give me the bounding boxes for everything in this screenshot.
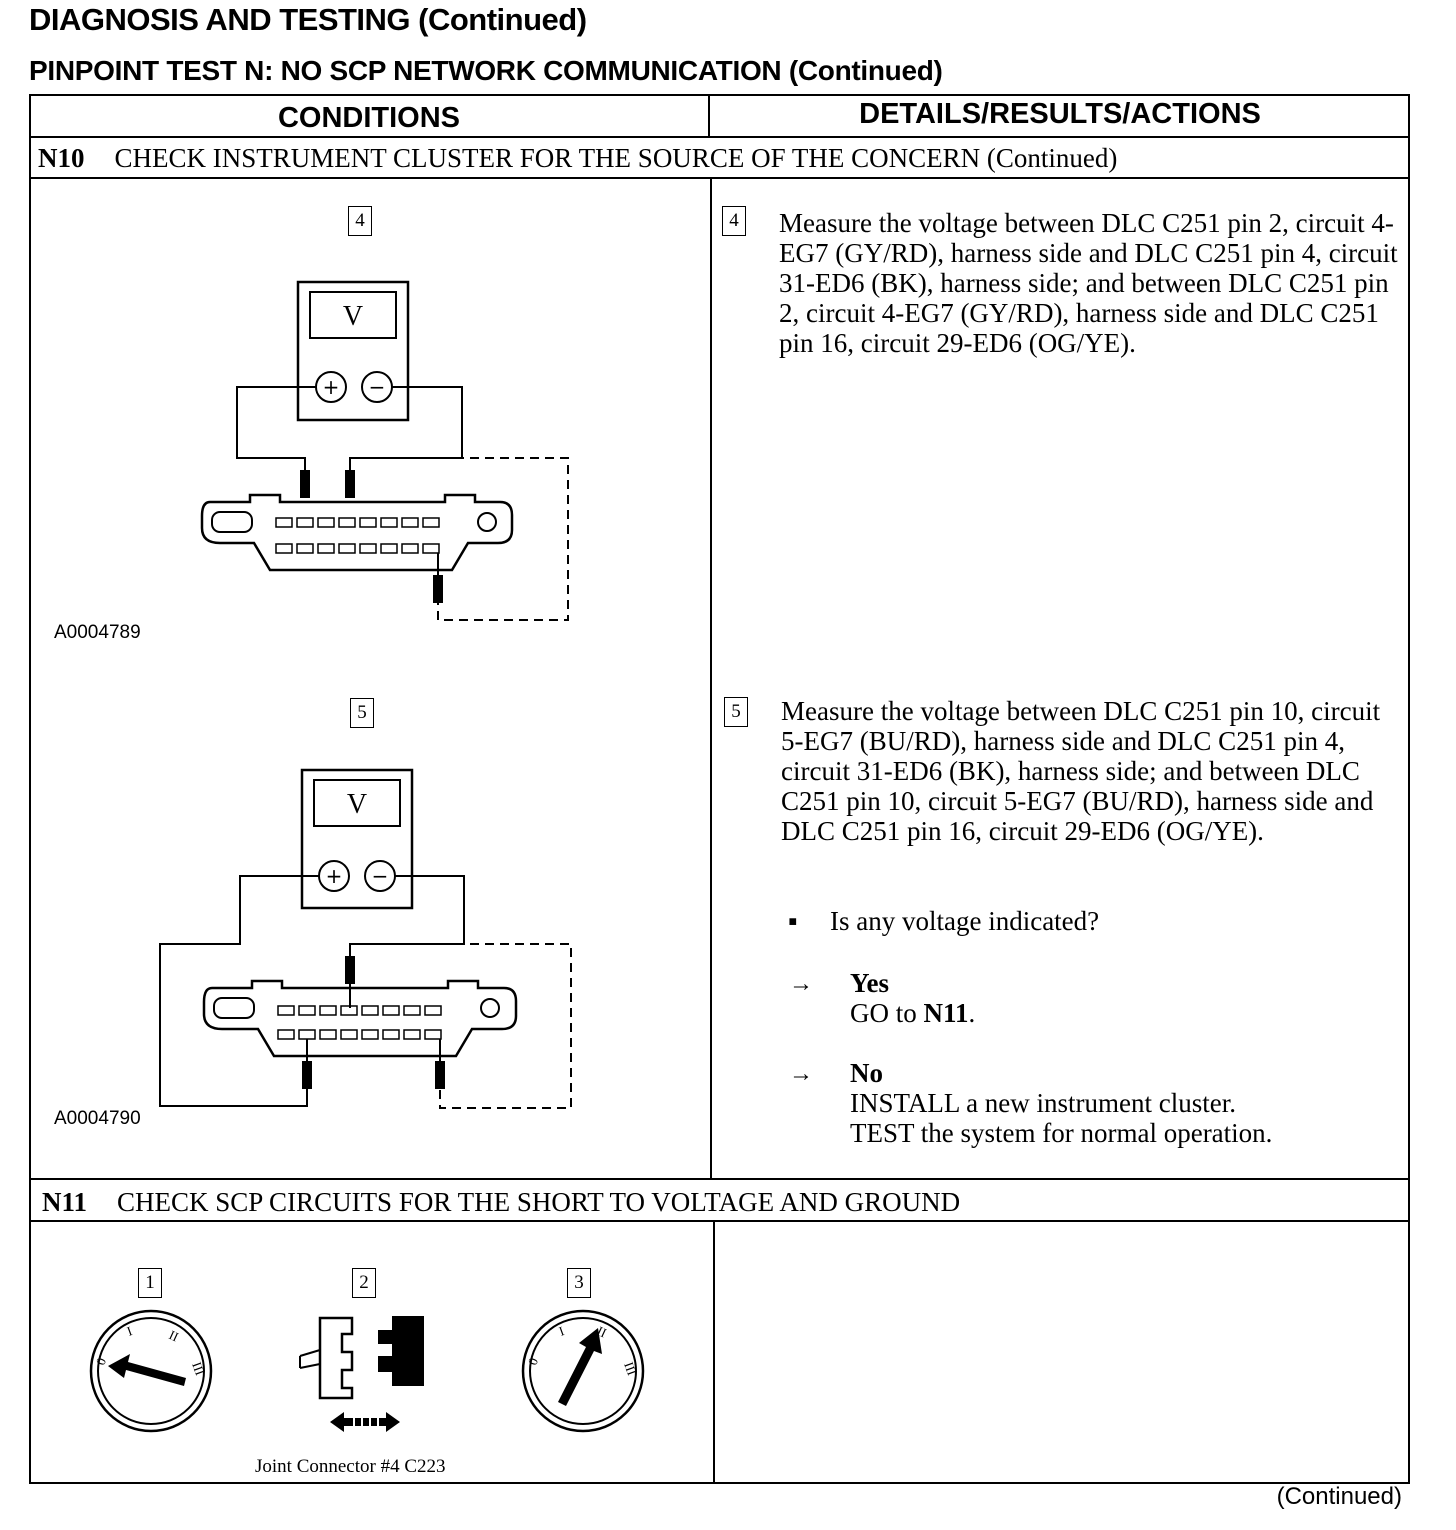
step5-number: 5 (724, 697, 748, 727)
connector-half-right (378, 1316, 424, 1386)
negative-symbol: − (372, 864, 389, 888)
probe-1 (300, 470, 310, 498)
key-position-ii: II (167, 1327, 181, 1344)
n11-step3-number: 3 (567, 1268, 591, 1298)
n11-title: CHECK SCP CIRCUITS FOR THE SHORT TO VOLT… (117, 1187, 961, 1217)
yes-action-prefix: GO to (850, 998, 924, 1028)
dlc-pins-top-row (277, 1005, 442, 1016)
probe-2 (345, 470, 355, 498)
dlc-hole (477, 512, 497, 532)
step5-question: ▪ Is any voltage indicated? (788, 906, 1099, 937)
probe-3 (433, 575, 443, 603)
dlc-latch (213, 997, 255, 1019)
header-column-divider (708, 94, 710, 137)
key-pointer-off (108, 1354, 186, 1386)
conditions-header: CONDITIONS (277, 102, 461, 134)
step4-instruction: Measure the voltage between DLC C251 pin… (779, 208, 1398, 358)
negative-symbol: − (369, 375, 386, 399)
positive-symbol: + (323, 375, 340, 399)
yes-arrow-icon: → (789, 970, 813, 997)
dlc-latch (211, 511, 253, 533)
probe-3 (435, 1061, 445, 1089)
n11-step1-number: 1 (138, 1268, 162, 1298)
ignition-switch-off-icon: 0 I II III (89, 1309, 213, 1433)
voltmeter-label: V (343, 301, 363, 332)
page-title: DIAGNOSIS AND TESTING (Continued) (29, 2, 587, 37)
yes-label: Yes (850, 968, 889, 998)
figure-id-step5: A0004790 (54, 1108, 141, 1129)
yes-result: Yes GO to N11. (850, 968, 975, 1028)
key-position-i: I (557, 1323, 566, 1339)
key-position-iii: III (621, 1360, 640, 1377)
key-position-0: 0 (525, 1356, 541, 1367)
continued-footer: (Continued) (1276, 1483, 1402, 1510)
n10-heading: N10 CHECK INSTRUMENT CLUSTER FOR THE SOUR… (38, 143, 1117, 174)
question-text: Is any voltage indicated? (830, 906, 1100, 936)
yes-action-target: N11 (923, 998, 969, 1028)
wire-stub (299, 1349, 321, 1369)
key-pointer-run (558, 1328, 602, 1406)
lead-wire-positive (159, 875, 319, 1107)
dlc-hole (480, 998, 500, 1018)
dlc-voltmeter-diagram-step4: V + − (200, 280, 569, 621)
jumper-wire-dashed (350, 457, 569, 621)
dlc-pins-top-row (275, 517, 440, 528)
no-action-test: TEST the system for normal operation. (850, 1118, 1273, 1148)
dlc-connector-outline (200, 493, 514, 572)
yes-action-suffix: . (968, 998, 976, 1028)
dlc-pins-bottom-row (275, 543, 440, 554)
n10-title-divider (29, 177, 1410, 179)
test-title: PINPOINT TEST N: NO SCP NETWORK COMMUNIC… (29, 55, 943, 86)
voltmeter-label: V (347, 789, 367, 820)
key-position-0: 0 (93, 1356, 109, 1367)
jumper-wire-dashed (350, 943, 572, 1109)
step5-figure-number: 5 (350, 698, 374, 728)
n11-top-divider (29, 1178, 1410, 1180)
pinpoint-table (29, 94, 1410, 1484)
details-header: DETAILS/RESULTS/ACTIONS (859, 98, 1261, 130)
voltmeter-display (309, 291, 397, 339)
n11-id: N11 (42, 1187, 88, 1217)
step4-number: 4 (722, 206, 746, 236)
ignition-switch-on-icon: 0 I II III (521, 1309, 645, 1433)
dlc-pins-bottom-row (277, 1029, 442, 1040)
no-action-install: INSTALL a new instrument cluster. (850, 1088, 1237, 1118)
dlc-connector-outline (202, 979, 518, 1058)
dlc-voltmeter-diagram-step5: V + − (159, 768, 572, 1109)
figure-id-step4: A0004789 (54, 622, 141, 643)
step5-instruction: Measure the voltage between DLC C251 pin… (781, 696, 1381, 846)
header-divider (29, 136, 1410, 138)
bullet-icon: ▪ (788, 906, 798, 936)
lead-wire-positive (236, 386, 316, 470)
no-label: No (850, 1058, 883, 1088)
yes-action: GO to N11. (850, 998, 975, 1028)
voltmeter-body (296, 280, 410, 422)
no-result: No INSTALL a new instrument cluster. TES… (850, 1058, 1272, 1148)
voltmeter-display (313, 779, 401, 827)
key-position-iii: III (189, 1360, 208, 1377)
n10-id: N10 (38, 143, 85, 173)
joint-connector-disconnect-icon (299, 1316, 424, 1432)
n11-column-divider (713, 1220, 715, 1484)
positive-symbol: + (326, 864, 343, 888)
double-arrow-icon (330, 1412, 400, 1432)
n11-step2-number: 2 (352, 1268, 376, 1298)
n11-heading: N11 CHECK SCP CIRCUITS FOR THE SHORT TO V… (42, 1187, 960, 1218)
joint-connector-label: Joint Connector #4 C223 (255, 1456, 446, 1477)
step4-figure-number: 4 (348, 206, 372, 236)
voltmeter-body (300, 768, 414, 910)
probe-2 (302, 1061, 312, 1089)
n10-column-divider (710, 177, 712, 1179)
key-position-i: I (125, 1323, 134, 1339)
probe-1 (345, 956, 355, 984)
n11-title-divider (29, 1220, 1410, 1222)
n10-title: CHECK INSTRUMENT CLUSTER FOR THE SOURCE … (114, 143, 1118, 173)
no-arrow-icon: → (789, 1060, 813, 1087)
connector-half-left (318, 1316, 354, 1400)
